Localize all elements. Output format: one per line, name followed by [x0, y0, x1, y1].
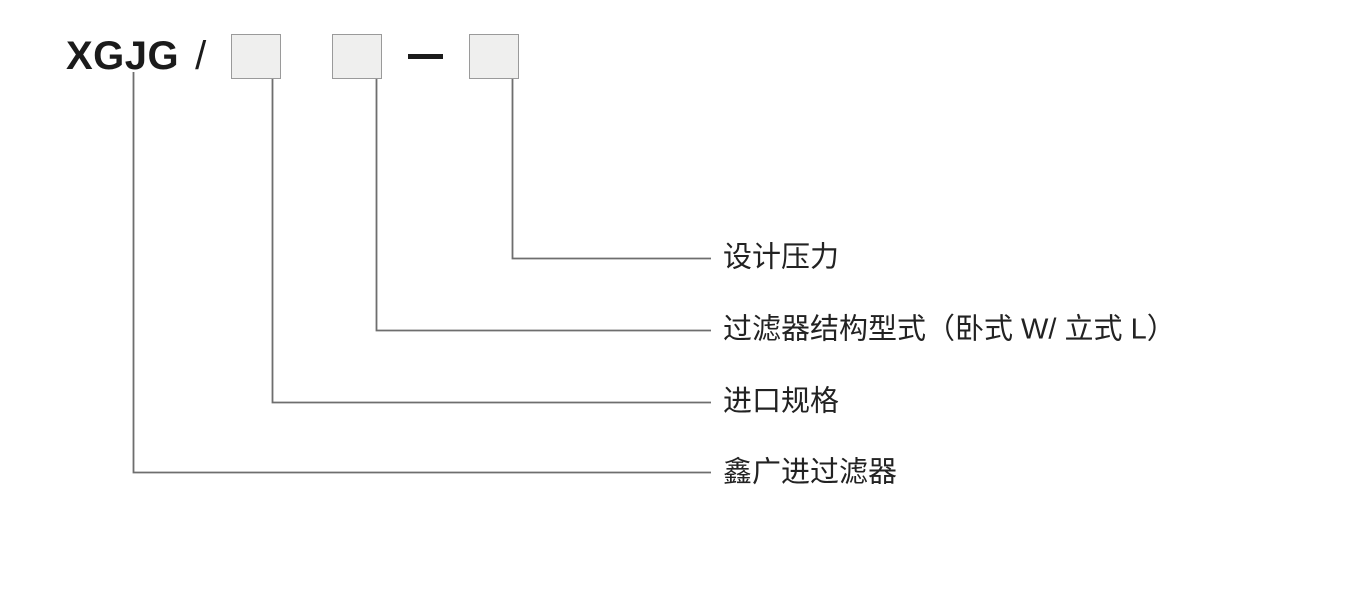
model-code-dash-icon: [408, 53, 444, 59]
inlet-spec-slot[interactable]: [231, 33, 282, 79]
model-code-row: XGJG /: [66, 26, 520, 86]
model-code-prefix: XGJG: [66, 34, 180, 78]
callout-label-inlet-spec: 进口规格: [723, 385, 840, 418]
leader-line-brand-product: [132, 72, 711, 474]
design-pressure-slot[interactable]: [469, 33, 520, 79]
leader-line-inlet-spec: [271, 79, 711, 404]
structure-type-slot[interactable]: [332, 33, 383, 79]
callout-label-brand-product: 鑫广进过滤器: [723, 456, 898, 489]
leader-line-design-pressure: [511, 79, 711, 260]
model-code-separator: /: [195, 34, 207, 78]
leader-line-structure-type: [375, 79, 711, 332]
callout-label-design-pressure: 设计压力: [723, 241, 840, 274]
callout-label-structure-type: 过滤器结构型式（卧式 W/ 立式 L）: [723, 313, 1176, 346]
